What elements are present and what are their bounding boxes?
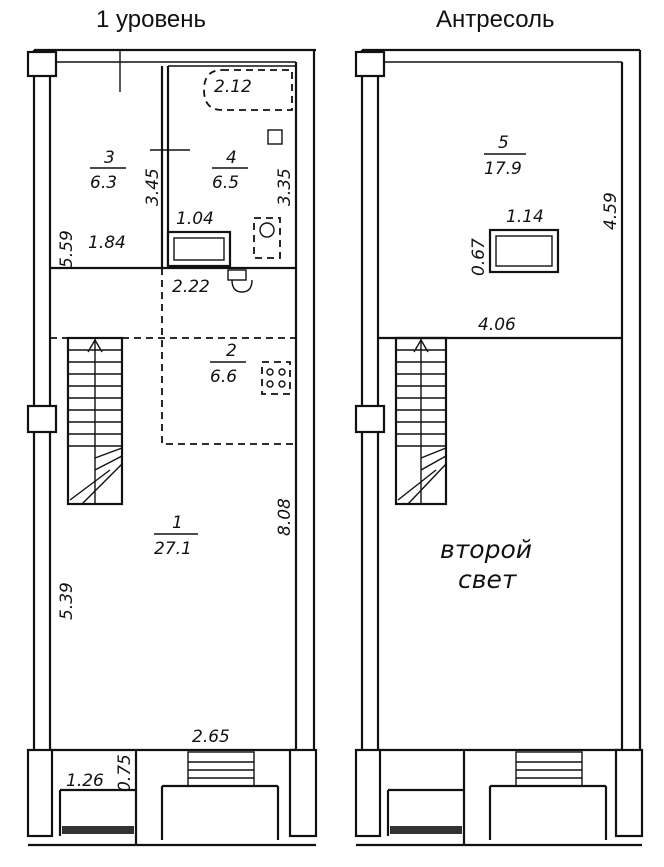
room-1-area: 27.1: [154, 539, 192, 559]
staircase-mezzanine: [394, 336, 448, 506]
dim-3-45: 3.45: [143, 168, 163, 206]
mezzanine-plan: 5 17.9 4.59 1.14 0.67 4.06 второй свет: [354, 48, 644, 847]
dim-1-84: 1.84: [88, 233, 126, 253]
room-5-number: 5: [498, 133, 509, 153]
column-top-right: [354, 50, 386, 78]
column-mid-left: [26, 404, 58, 434]
dim-1-04: 1.04: [176, 209, 214, 229]
room-2-number: 2: [226, 341, 237, 361]
room-3-number: 3: [104, 148, 115, 168]
toilet-fixture: [253, 217, 281, 259]
double-height-line2: свет: [458, 565, 518, 594]
column-mid-right: [354, 404, 386, 434]
room-4-area: 6.5: [212, 173, 239, 193]
level1-plan: 3 6.3 4 6.5 2 6.6 1 27.1 2.12 3.45 3.35 …: [26, 48, 318, 847]
dim-2-65: 2.65: [192, 727, 230, 747]
entrance-level1: [26, 748, 318, 847]
staircase-level1: [66, 336, 124, 506]
dim-0-75: 0.75: [115, 754, 135, 792]
dim-2-12: 2.12: [214, 77, 252, 97]
stove-fixture: [261, 361, 291, 395]
room-1-number: 1: [172, 513, 183, 533]
level1-heading: 1 уровень: [96, 6, 207, 33]
mezzanine-heading: Антресоль: [436, 6, 555, 33]
room-3-area: 6.3: [90, 173, 117, 193]
entrance-mezzanine: [354, 748, 644, 847]
dim-3-35: 3.35: [275, 168, 295, 206]
room-2-area: 6.6: [210, 367, 237, 387]
dim-0-67: 0.67: [469, 238, 489, 276]
dim-2-22: 2.22: [172, 277, 210, 297]
dim-5-59: 5.59: [57, 230, 77, 268]
double-height-line1: второй: [440, 535, 532, 564]
dim-4-59: 4.59: [601, 192, 621, 230]
dim-1-26: 1.26: [66, 771, 104, 791]
room-5-area: 17.9: [484, 159, 522, 179]
room-4-number: 4: [226, 148, 237, 168]
dim-8-08: 8.08: [275, 498, 295, 536]
column-top-left: [26, 50, 58, 78]
dim-5-39: 5.39: [57, 582, 77, 620]
mezzanine-opening: [488, 228, 560, 274]
sink-fixture: [166, 230, 232, 268]
dim-4-06: 4.06: [478, 315, 516, 335]
dim-1-14: 1.14: [506, 207, 544, 227]
